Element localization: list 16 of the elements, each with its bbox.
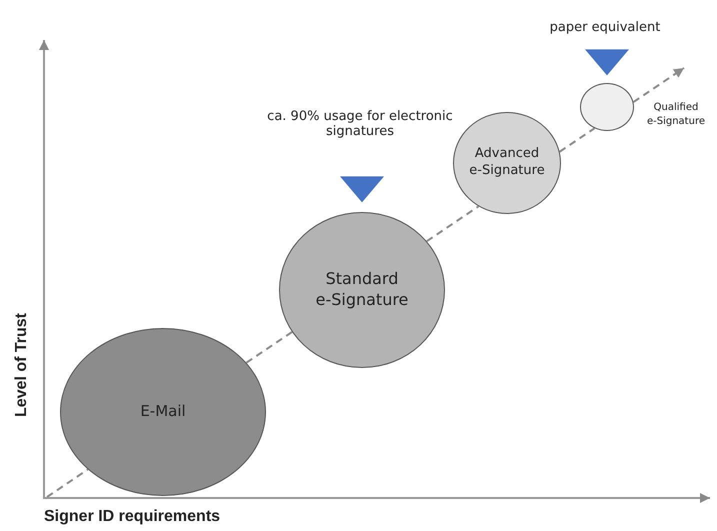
dashed-line [559, 127, 596, 153]
dashed-line [46, 468, 88, 498]
dashed-arrow [632, 67, 685, 103]
pointer-arrow [585, 49, 629, 76]
circle-label: Advanced e-Signature [468, 146, 546, 180]
dashed-line [426, 206, 480, 242]
callout-text: paper equivalent [540, 17, 670, 37]
circle-label: E-Mail [140, 402, 186, 422]
pointer-arrow [340, 176, 384, 202]
callout-text: ca. 90% usage for electronic signatures [265, 102, 455, 146]
circle-label: Standard e-Signature [314, 269, 410, 311]
axis-title: Level of Trust [13, 312, 32, 418]
circle-caption: Qualified e-Signature [646, 101, 706, 128]
axis-title: Signer ID requirements [44, 508, 220, 526]
dashed-line [246, 331, 293, 364]
circle [580, 83, 634, 131]
